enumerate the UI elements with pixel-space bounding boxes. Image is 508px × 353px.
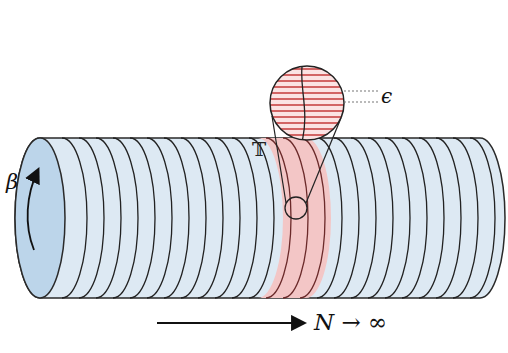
red-band [258,138,331,298]
lattice-line [268,74,346,75]
rotation-label: β [6,172,18,193]
spacing-guide [344,101,378,102]
spacing-guide [344,90,378,91]
ring [130,138,155,298]
ring [164,138,189,298]
ring [266,138,291,298]
limit-label: N → ∞ [314,311,387,334]
ring [402,138,427,298]
ring [249,138,274,298]
ring [385,138,410,298]
lattice-line [268,80,346,81]
ring [317,138,342,298]
band-label: 𝕋 [252,140,266,159]
ring [232,138,257,298]
lattice-line [268,122,346,123]
cylinder-body [15,138,505,298]
limit-arrow [157,322,304,324]
rotation-arrow [28,170,38,250]
lattice-line [268,68,346,69]
ring [453,138,478,298]
ring [300,138,325,298]
ring [436,138,461,298]
lattice-line [268,86,346,87]
ring [283,138,308,298]
ring [113,138,138,298]
lattice-line [268,134,346,135]
ring [181,138,206,298]
ring [470,138,495,298]
zoom-circle [270,66,344,140]
lattice-line [268,98,346,99]
ring [368,138,393,298]
lattice-line [268,116,346,117]
zoom-lattice [268,60,346,150]
cylinder-cap [15,138,65,298]
ring [334,138,359,298]
spacing-label: ϵ [381,86,392,106]
ring [79,138,104,298]
cylinder-rings [62,138,495,298]
ring [351,138,376,298]
lattice-line [268,110,346,111]
ring [419,138,444,298]
zoom-curve [300,60,305,150]
zoom-spot [285,197,307,219]
lattice-line [268,104,346,105]
ring [198,138,223,298]
lattice-line [268,92,346,93]
ring [96,138,121,298]
ring [147,138,172,298]
ring [215,138,240,298]
